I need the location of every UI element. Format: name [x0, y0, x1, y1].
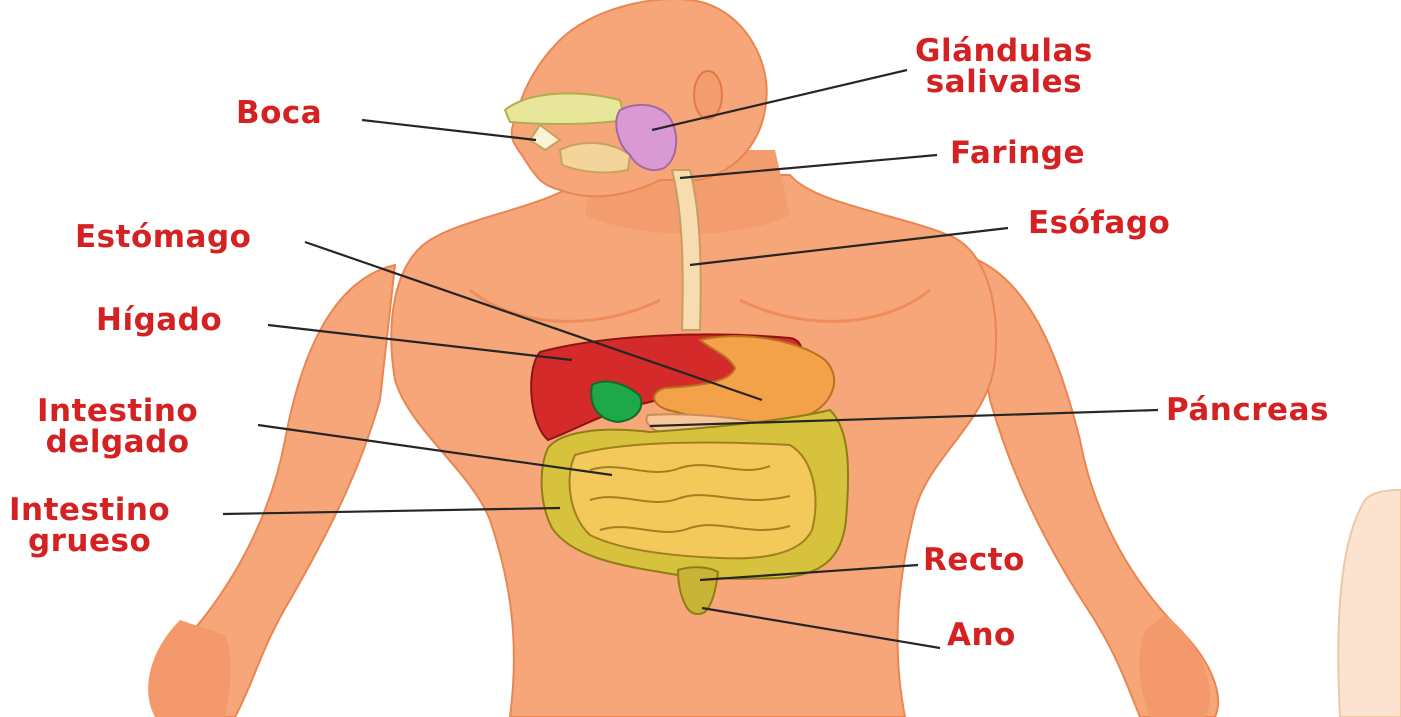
ear: [694, 71, 722, 119]
label-estomago: Estómago: [75, 222, 251, 253]
label-intestino-grueso-line2: grueso: [9, 526, 170, 557]
label-recto: Recto: [923, 545, 1025, 576]
label-esofago: Esófago: [1028, 208, 1170, 239]
label-faringe: Faringe: [950, 138, 1085, 169]
label-glandulas-line2: salivales: [915, 67, 1093, 98]
label-higado: Hígado: [96, 305, 222, 336]
label-boca: Boca: [236, 98, 322, 129]
label-glandulas-salivales: Glándulas salivales: [915, 36, 1093, 98]
label-intestino-delgado: Intestino delgado: [37, 396, 198, 458]
left-hand: [148, 620, 231, 717]
label-intestino-delgado-line2: delgado: [37, 427, 198, 458]
label-ano: Ano: [947, 620, 1016, 651]
small-intestine: [570, 442, 816, 558]
right-hand: [1140, 615, 1210, 717]
label-intestino-delgado-line1: Intestino: [37, 396, 198, 427]
label-intestino-grueso: Intestino grueso: [9, 495, 170, 557]
leader-boca: [362, 120, 536, 140]
label-glandulas-line1: Glándulas: [915, 36, 1093, 67]
label-pancreas: Páncreas: [1166, 395, 1329, 426]
label-intestino-grueso-line1: Intestino: [9, 495, 170, 526]
background-figure: [1338, 490, 1401, 717]
